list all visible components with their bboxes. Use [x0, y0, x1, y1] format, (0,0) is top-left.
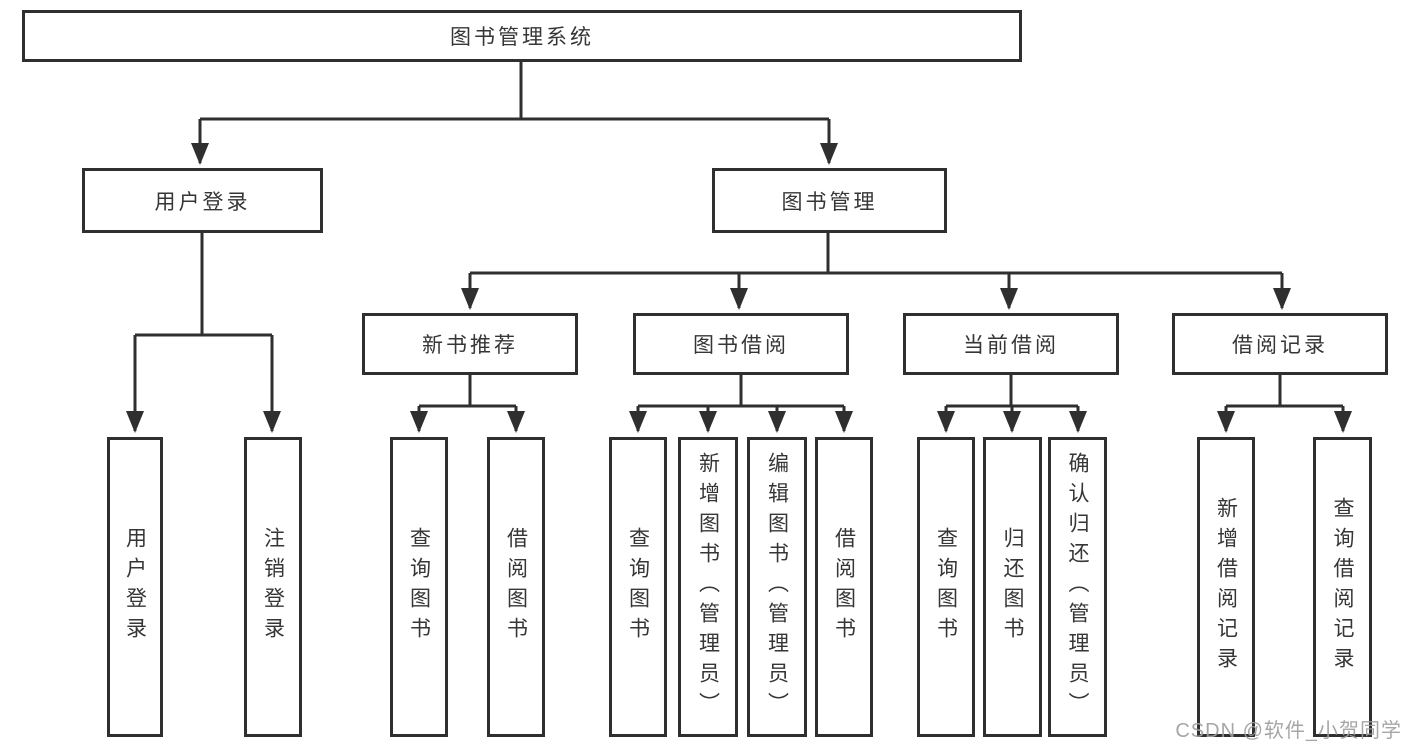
- leaf-user-login-label: 用户登录: [123, 527, 147, 647]
- node-book-management: 图书管理: [712, 168, 947, 233]
- leaf-bb-borrow-books: 借阅图书: [815, 437, 873, 737]
- leaf-nbr-borrow-books: 借阅图书: [487, 437, 545, 737]
- node-root: 图书管理系统: [22, 10, 1022, 62]
- leaf-cb-confirm-return-admin-label: 确认归还（管理员）: [1066, 452, 1089, 722]
- node-new-book-recommendation: 新书推荐: [362, 313, 578, 375]
- leaf-bb-query-books-label: 查询图书: [626, 527, 650, 647]
- leaf-br-add-record: 新增借阅记录: [1197, 437, 1255, 737]
- node-new-book-recommendation-label: 新书推荐: [422, 334, 518, 357]
- node-borrowing-records-label: 借阅记录: [1232, 334, 1328, 357]
- leaf-nbr-borrow-books-label: 借阅图书: [504, 527, 528, 647]
- node-root-label: 图书管理系统: [450, 26, 594, 49]
- leaf-cb-query-books: 查询图书: [917, 437, 975, 737]
- leaf-nbr-query-books: 查询图书: [390, 437, 448, 737]
- node-book-borrowing-label: 图书借阅: [693, 334, 789, 357]
- node-user-login: 用户登录: [82, 168, 323, 233]
- leaf-bb-query-books: 查询图书: [609, 437, 667, 737]
- csdn-watermark: CSDN @软件_小贺同学: [1175, 720, 1402, 742]
- leaf-br-query-record-label: 查询借阅记录: [1331, 497, 1354, 677]
- leaf-user-login: 用户登录: [107, 437, 163, 737]
- leaf-cb-confirm-return-admin: 确认归还（管理员）: [1048, 437, 1107, 737]
- leaf-cb-return-books: 归还图书: [983, 437, 1042, 737]
- leaf-logout-label: 注销登录: [261, 527, 285, 647]
- node-book-management-label: 图书管理: [781, 190, 878, 214]
- leaf-br-query-record: 查询借阅记录: [1313, 437, 1372, 737]
- leaf-cb-query-books-label: 查询图书: [934, 527, 958, 647]
- leaf-nbr-query-books-label: 查询图书: [407, 527, 431, 647]
- leaf-bb-add-books-admin: 新增图书（管理员）: [678, 437, 738, 737]
- leaf-bb-add-books-admin-label: 新增图书（管理员）: [696, 452, 720, 722]
- node-current-borrowing: 当前借阅: [903, 313, 1119, 375]
- node-current-borrowing-label: 当前借阅: [963, 334, 1059, 357]
- node-borrowing-records: 借阅记录: [1172, 313, 1388, 375]
- leaf-cb-return-books-label: 归还图书: [1001, 527, 1024, 647]
- connector-segments: [135, 62, 1343, 408]
- leaf-br-add-record-label: 新增借阅记录: [1214, 497, 1238, 677]
- leaf-bb-edit-books-admin: 编辑图书（管理员）: [747, 437, 807, 737]
- node-user-login-label: 用户登录: [154, 190, 251, 214]
- leaf-bb-edit-books-admin-label: 编辑图书（管理员）: [765, 452, 789, 722]
- node-book-borrowing: 图书借阅: [633, 313, 849, 375]
- leaf-logout: 注销登录: [244, 437, 302, 737]
- arrowheads: [126, 119, 1352, 433]
- leaf-bb-borrow-books-label: 借阅图书: [832, 527, 856, 647]
